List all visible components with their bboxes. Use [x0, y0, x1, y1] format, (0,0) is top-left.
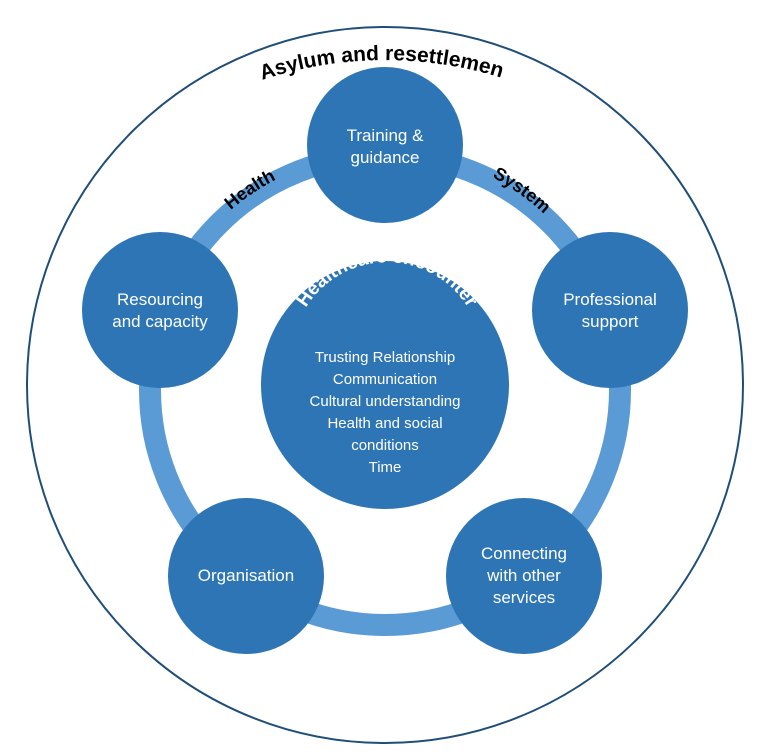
- svg-text:Connecting: Connecting: [481, 544, 567, 563]
- svg-text:support: support: [582, 312, 639, 331]
- svg-text:Resourcing: Resourcing: [117, 290, 203, 309]
- node-connecting-services: Connecting with other services: [446, 498, 602, 654]
- center-item: Time: [369, 459, 402, 476]
- svg-text:guidance: guidance: [350, 148, 419, 167]
- node-resourcing-capacity: Resourcing and capacity: [82, 232, 238, 388]
- svg-text:and capacity: and capacity: [112, 312, 208, 331]
- svg-text:Professional: Professional: [563, 290, 657, 309]
- node-training-guidance: Training & guidance: [307, 67, 463, 223]
- node-professional-support: Professional support: [532, 232, 688, 388]
- center-healthcare-encounter: Healthcare encounter Trusting Relationsh…: [261, 246, 509, 509]
- center-item: Trusting Relationship: [315, 349, 455, 366]
- center-item: conditions: [351, 437, 419, 454]
- node-organisation: Organisation: [168, 498, 324, 654]
- svg-text:with other: with other: [486, 566, 561, 585]
- svg-text:services: services: [493, 588, 555, 607]
- center-item: Health and social: [327, 415, 442, 432]
- center-item: Communication: [333, 371, 437, 388]
- svg-text:Organisation: Organisation: [198, 566, 294, 585]
- svg-text:Training &: Training &: [347, 126, 425, 145]
- center-item: Cultural understanding: [310, 393, 461, 410]
